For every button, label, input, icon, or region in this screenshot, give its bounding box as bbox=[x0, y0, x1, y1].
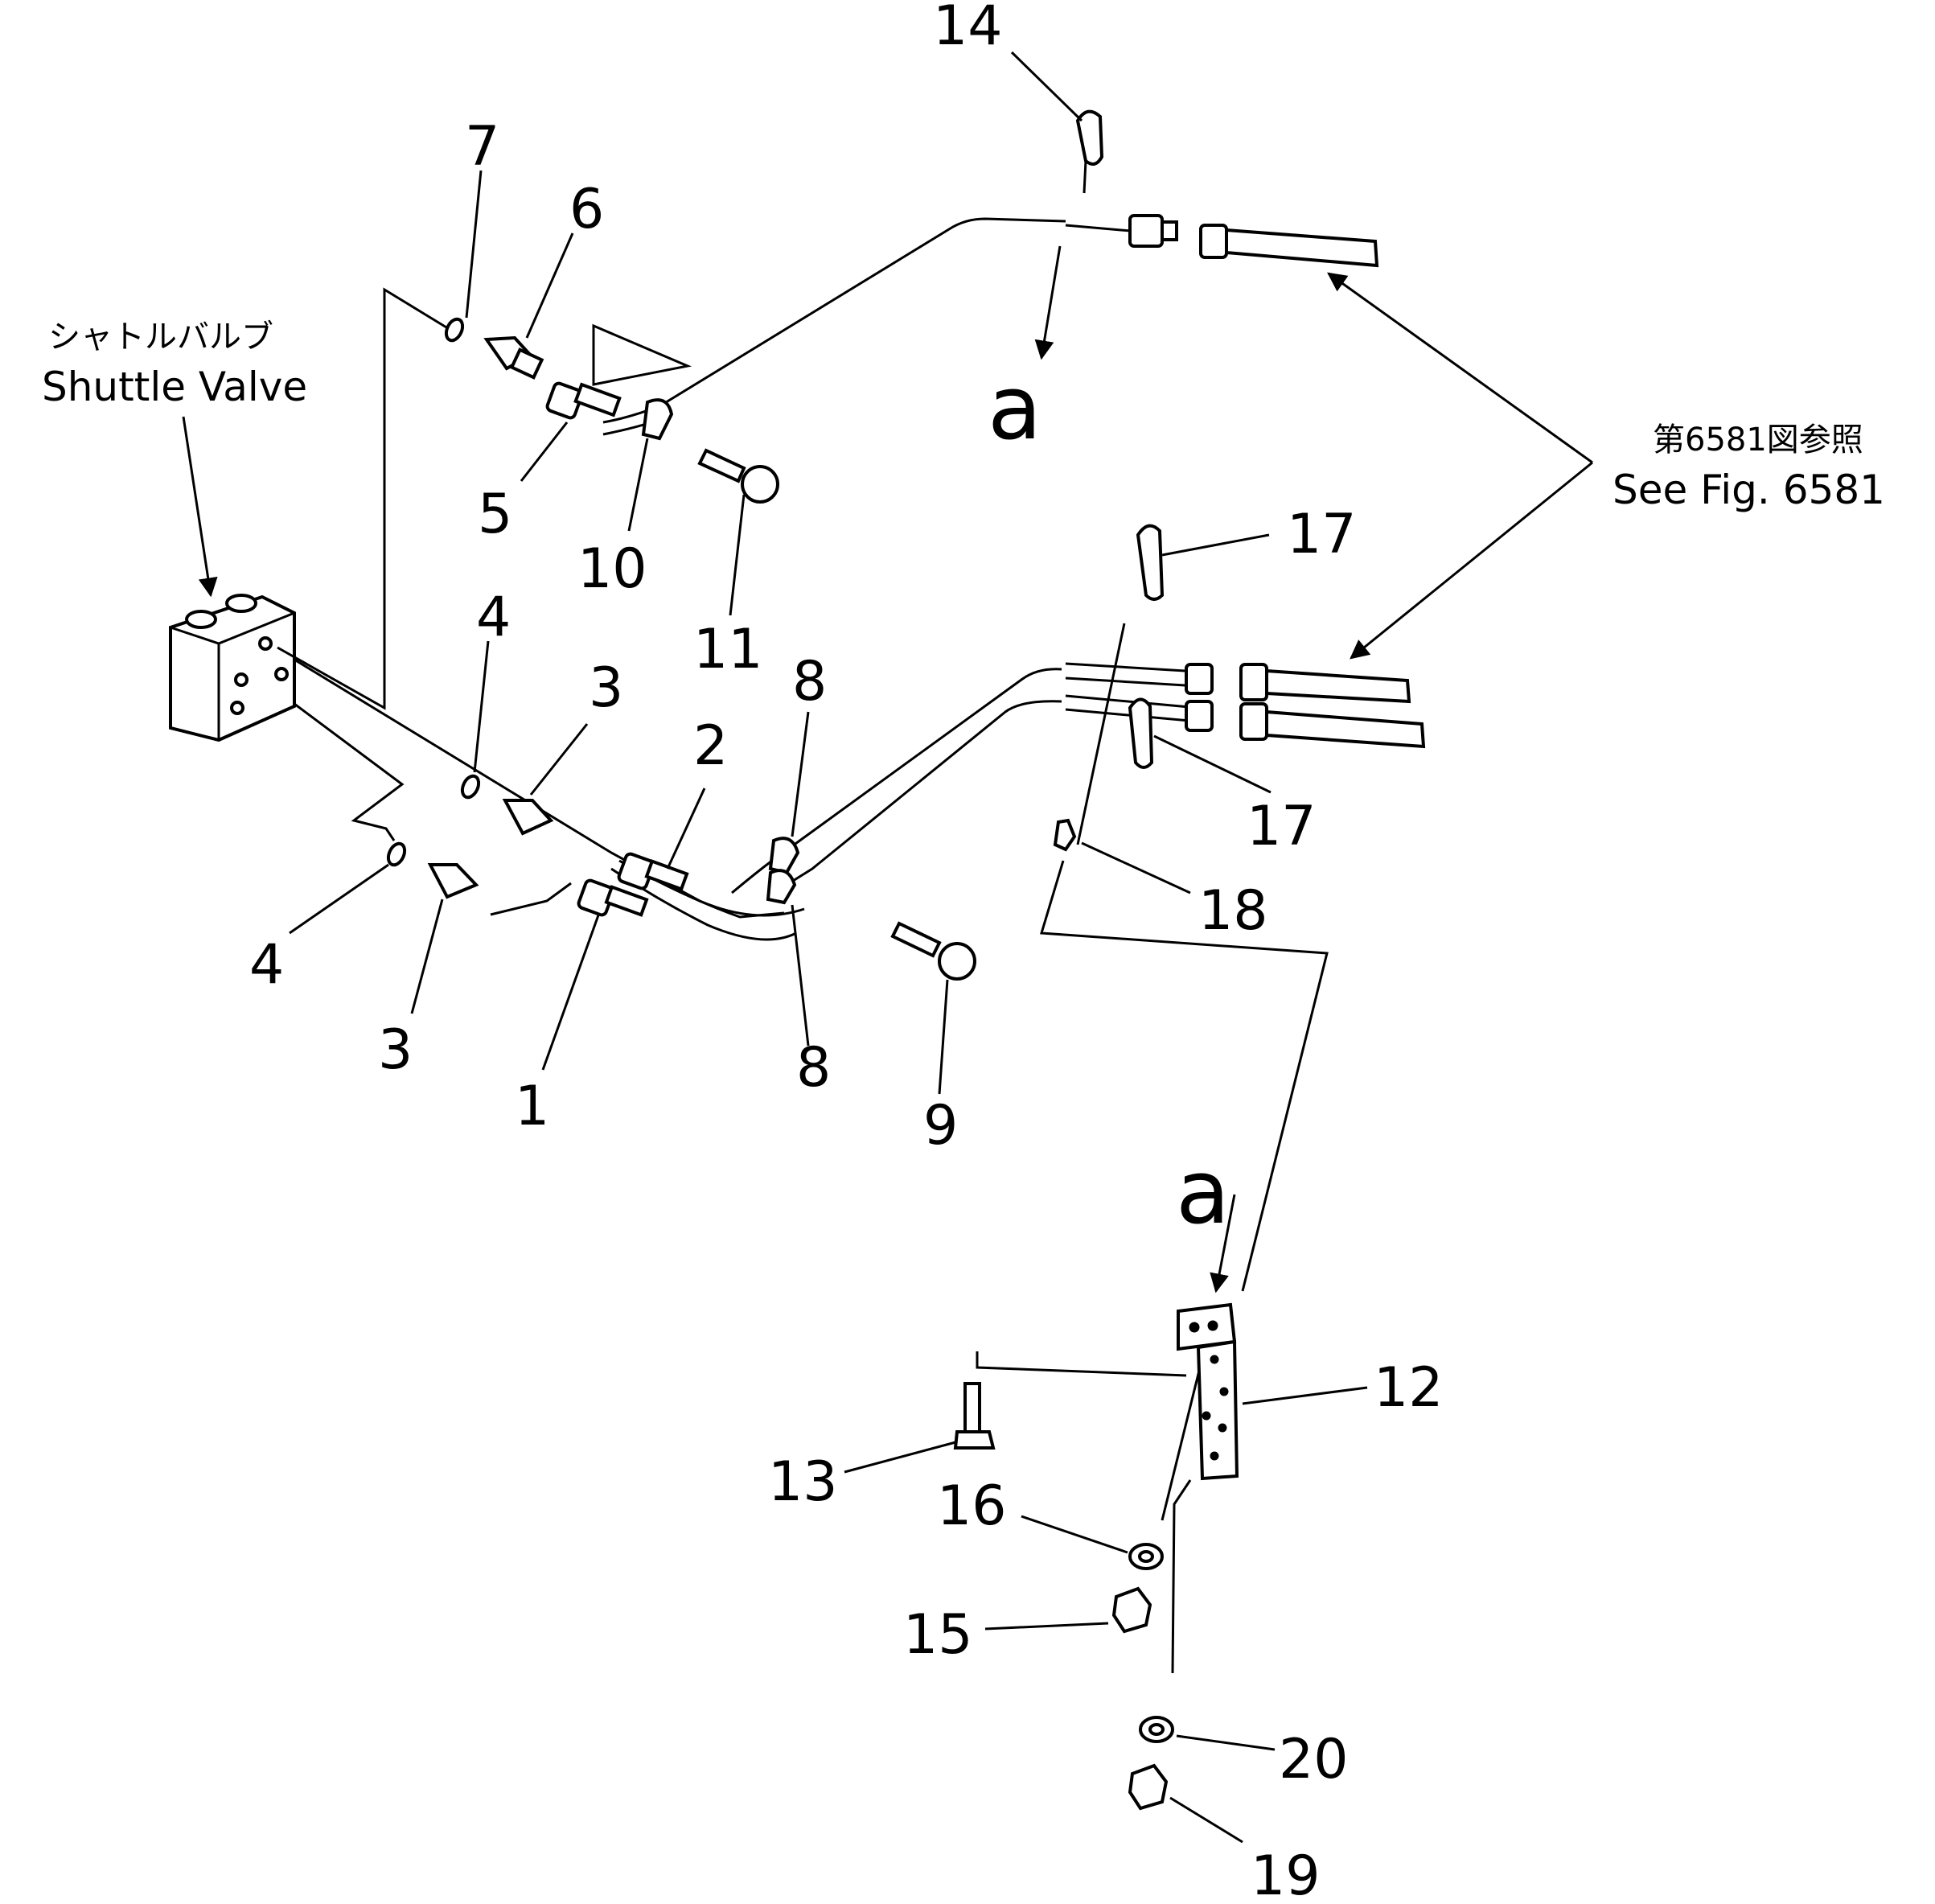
callout-17-lower: 17 bbox=[1247, 795, 1317, 858]
callout-6: 6 bbox=[569, 178, 604, 241]
callout-8-lower: 8 bbox=[796, 1036, 831, 1100]
callout-11: 11 bbox=[693, 618, 763, 681]
callout-9: 9 bbox=[923, 1094, 958, 1158]
see-fig-label-jp: 第6581図参照 bbox=[1653, 422, 1863, 459]
callout-1: 1 bbox=[515, 1075, 549, 1138]
callout-leaders bbox=[289, 51, 1368, 1844]
callout-4-upper: 4 bbox=[476, 586, 511, 649]
shuttle-valve-label-en: Shuttle Valve bbox=[42, 364, 307, 410]
callout-5: 5 bbox=[478, 483, 512, 546]
shuttle-valve-label-jp: シャトルバルブ bbox=[48, 319, 273, 356]
callout-13: 13 bbox=[768, 1450, 838, 1514]
callout-10: 10 bbox=[577, 537, 647, 601]
pipe-lines bbox=[277, 217, 1329, 1674]
elbow-fitting-6 bbox=[483, 335, 544, 380]
see-fig-arrow-lower bbox=[1350, 461, 1593, 660]
callout-8-upper: 8 bbox=[792, 650, 827, 713]
reference-a-top: a bbox=[988, 356, 1041, 459]
reference-a-bottom: a bbox=[1176, 1141, 1230, 1244]
shuttle-valve bbox=[169, 594, 296, 742]
callout-7: 7 bbox=[465, 115, 499, 179]
callout-17-upper: 17 bbox=[1287, 503, 1357, 566]
callout-14: 14 bbox=[933, 0, 1003, 58]
see-fig-arrow-upper bbox=[1327, 272, 1593, 464]
callout-4-lower: 4 bbox=[249, 933, 284, 997]
ref-a-bottom-arrow bbox=[1210, 1194, 1236, 1293]
callout-numbers: 1 2 3 3 4 4 5 6 7 8 8 9 10 11 12 13 14 1… bbox=[249, 0, 1444, 1904]
ref-a-top-arrow bbox=[1034, 245, 1062, 360]
fittings bbox=[386, 109, 1426, 1811]
callout-3-lower: 3 bbox=[378, 1018, 413, 1082]
callout-18: 18 bbox=[1198, 879, 1268, 943]
callout-3-upper: 3 bbox=[589, 656, 623, 720]
callout-15: 15 bbox=[903, 1603, 973, 1667]
callout-19: 19 bbox=[1251, 1844, 1321, 1904]
callout-2: 2 bbox=[693, 714, 728, 778]
callout-20: 20 bbox=[1279, 1728, 1349, 1791]
callout-16: 16 bbox=[937, 1474, 1007, 1538]
callout-12: 12 bbox=[1374, 1356, 1444, 1420]
shuttle-valve-arrow bbox=[182, 416, 218, 598]
see-fig-label-en: See Fig. 6581 bbox=[1612, 467, 1885, 513]
